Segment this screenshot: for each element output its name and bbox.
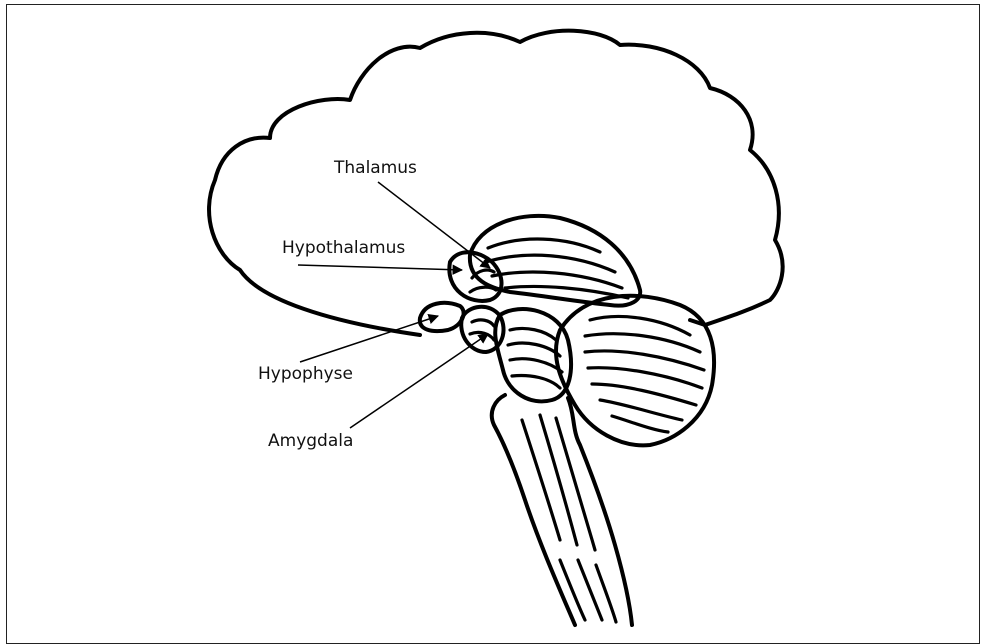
leader-line-hypophyse [300,316,438,362]
label-amygdala: Amygdala [268,433,353,450]
brainstem-shape [492,395,575,625]
label-hypophyse: Hypophyse [258,366,353,383]
hypophyse-shape [420,303,464,331]
leader-line-hypothalamus [298,265,462,270]
gyri-strokes [470,239,704,622]
label-thalamus: Thalamus [334,160,417,177]
label-hypothalamus: Hypothalamus [282,240,405,257]
leader-line-amygdala [350,334,488,428]
